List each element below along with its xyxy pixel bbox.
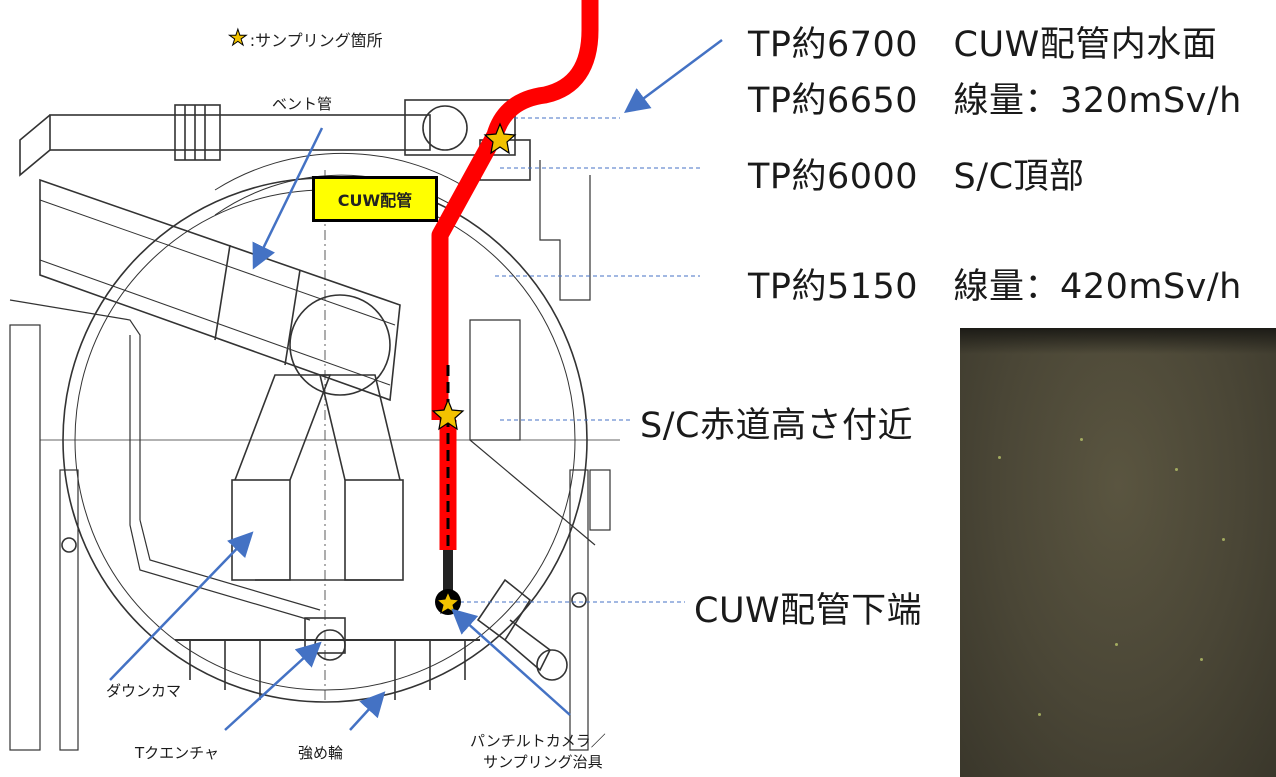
legend-text: :サンプリング箇所 [249, 30, 383, 50]
callout-arrows [109, 38, 723, 731]
water-sample-photo [960, 328, 1276, 777]
level-label-equator: S/C赤道高さ付近 [640, 406, 913, 446]
label-vent-pipe: ベント管 [272, 95, 333, 113]
sampling-stars [431, 122, 517, 615]
pan-tilt-camera-body [443, 550, 453, 592]
star-top [483, 122, 517, 155]
level-label-6650: TP約6650 線量：320mSv/h [748, 81, 1242, 121]
label-pan-tilt-camera: パンチルトカメラ／ サンプリング治具 [470, 730, 606, 772]
particle-speck [1115, 643, 1118, 646]
particle-speck [998, 456, 1001, 459]
particle-speck [1200, 658, 1203, 661]
level-label-pipe-bottom: CUW配管下端 [694, 591, 923, 631]
cuw-pipe [431, 0, 599, 420]
particle-speck [1222, 538, 1225, 541]
star-legend-icon: ★ [228, 26, 249, 52]
particle-speck [1038, 713, 1041, 716]
level-leaders [460, 117, 700, 603]
level-label-5150: TP約5150 線量：420mSv/h [748, 267, 1242, 307]
label-downcomer: ダウンカマ [106, 682, 182, 700]
label-t-quencher: Tクエンチャ [135, 744, 220, 762]
legend: ★ :サンプリング箇所 [228, 26, 383, 52]
label-pan-tilt-line1: パンチルトカメラ／ [470, 732, 606, 750]
cuw-pipe-callout-box: CUW配管 [312, 176, 438, 222]
particle-speck [1175, 468, 1178, 471]
label-pan-tilt-line2: サンプリング治具 [483, 753, 603, 771]
particle-speck [1080, 438, 1083, 441]
label-ring-girder: 強め輪 [298, 744, 344, 762]
level-label-6000: TP約6000 S/C頂部 [748, 157, 1085, 197]
star-middle [431, 398, 465, 431]
chamber-drawing [9, 99, 620, 751]
level-label-6700: TP約6700 CUW配管内水面 [748, 25, 1218, 65]
star-bottom [435, 590, 461, 615]
